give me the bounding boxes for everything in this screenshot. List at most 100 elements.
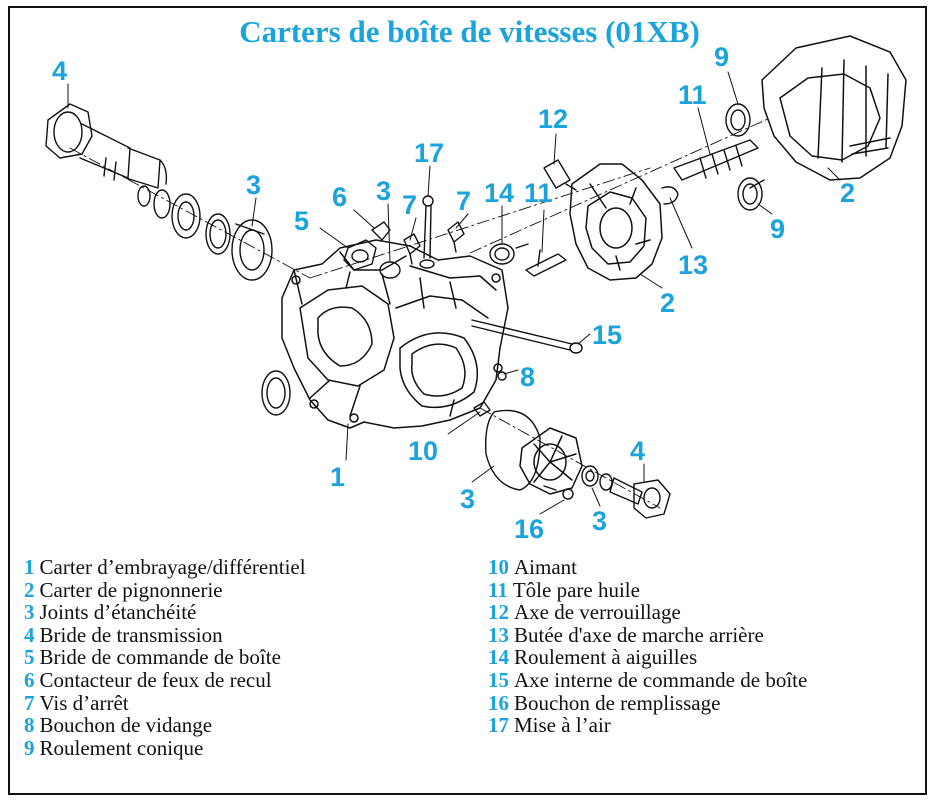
legend-text: Roulement à aiguilles	[514, 645, 698, 670]
legend-text: Axe interne de commande de boîte	[514, 667, 808, 692]
legend-text: Bouchon de remplissage	[514, 690, 721, 715]
callout-4-left: 4	[52, 56, 67, 86]
callout-5: 5	[294, 206, 309, 236]
gear-housing-right	[761, 35, 907, 181]
callout-14: 14	[484, 178, 514, 208]
clutch-housing	[281, 239, 509, 429]
callout-4-right: 4	[630, 436, 645, 466]
exploded-view: 4 3 6 5 3 7 17 7 14 11 12 11 9 2 9 13 2 …	[45, 35, 907, 544]
legend-text: Tôle pare huile	[512, 577, 640, 602]
legend-text: Bride de commande de boîte	[39, 645, 281, 670]
legend-text: Axe de verrouillage	[514, 600, 681, 625]
legend-number: 14	[488, 645, 509, 670]
leader-lines	[67, 71, 841, 515]
reverse-shaft-stop	[661, 186, 679, 205]
callout-9-top: 9	[714, 42, 729, 72]
callout-13: 13	[678, 250, 708, 280]
callout-2-middle: 2	[660, 288, 675, 318]
callout-9-bottom: 9	[770, 214, 785, 244]
legend-number: 5	[24, 645, 35, 670]
legend-text: Vis d’arrêt	[39, 690, 129, 715]
legend-number: 15	[488, 667, 509, 692]
callout-16: 16	[514, 514, 544, 544]
legend-text: Mise à l’air	[514, 713, 611, 738]
legend-number: 4	[24, 622, 35, 647]
legend-text: Roulement conique	[39, 735, 204, 760]
legend-number: 6	[24, 667, 35, 692]
internal-shift-shaft	[471, 319, 583, 354]
callout-15: 15	[592, 320, 622, 350]
legend-number: 3	[24, 600, 35, 625]
drain-plug	[497, 371, 507, 381]
legend-text: Bride de transmission	[39, 622, 223, 647]
callout-1: 1	[330, 462, 345, 492]
large-seal-ring	[484, 409, 541, 491]
legend-number: 12	[488, 600, 509, 625]
callout-7-right: 7	[456, 186, 471, 216]
legend-number: 2	[24, 577, 35, 602]
callout-12: 12	[538, 104, 568, 134]
callout-11-middle: 11	[524, 178, 553, 208]
legend-text: Aimant	[514, 555, 577, 579]
needle-bearing-baffle	[489, 243, 567, 277]
gear-housing-middle	[569, 163, 663, 281]
legend-text: Joints d’étanchéité	[39, 600, 197, 625]
legend-number: 13	[488, 622, 509, 647]
callout-10: 10	[408, 436, 438, 466]
legend-number: 8	[24, 713, 35, 738]
callout-2-right: 2	[840, 178, 855, 208]
oil-baffle-right	[673, 139, 765, 189]
legend-text: Contacteur de feux de recul	[39, 667, 272, 692]
locking-pin	[543, 159, 577, 191]
callout-7-left: 7	[402, 190, 417, 220]
callout-3-left: 3	[246, 170, 261, 200]
legend-text: Carter d’embrayage/différentiel	[39, 555, 306, 579]
legend-number: 9	[24, 735, 35, 760]
legend-number: 17	[488, 713, 509, 738]
callout-3-top: 3	[376, 176, 391, 206]
callout-3-bottom-left: 3	[460, 484, 475, 514]
callout-3-bottom-right: 3	[592, 506, 607, 536]
seal-washers-left	[137, 185, 273, 281]
differential-cover	[519, 427, 583, 495]
callout-11-right: 11	[678, 80, 707, 110]
transmission-flange-left	[45, 103, 168, 189]
legend-number: 7	[24, 690, 35, 715]
filler-plug	[543, 465, 599, 500]
diagram-frame: Carters de boîte de vitesses (01XB)	[8, 6, 927, 795]
legend-number: 11	[488, 577, 508, 602]
legend-text: Bouchon de vidange	[39, 713, 213, 738]
seal-ring-housing	[261, 370, 291, 416]
legend-number: 10	[488, 555, 509, 579]
tapered-bearing-bottom	[737, 177, 763, 211]
legend-number: 1	[24, 555, 35, 579]
legend-number: 16	[488, 690, 509, 715]
callout-8: 8	[520, 362, 535, 392]
transmission-flange-right	[599, 473, 671, 519]
tapered-bearing-top	[725, 103, 751, 137]
legend-text: Butée d'axe de marche arrière	[514, 622, 764, 647]
callout-17: 17	[414, 138, 444, 168]
diagram-title: Carters de boîte de vitesses (01XB)	[239, 14, 700, 49]
callout-6: 6	[332, 182, 347, 212]
legend-text: Carter de pignonnerie	[39, 577, 223, 602]
